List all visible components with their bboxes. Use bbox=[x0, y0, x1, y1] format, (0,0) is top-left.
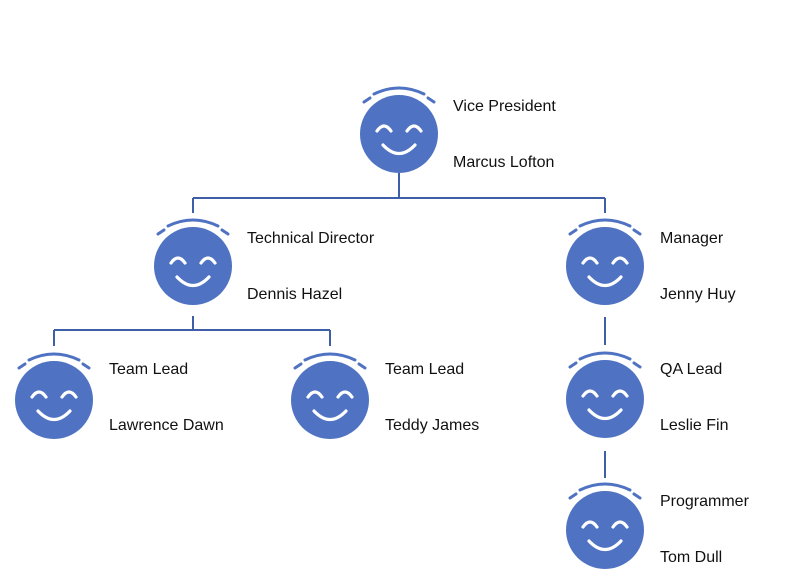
node-name: Leslie Fin bbox=[660, 417, 728, 434]
halo-arc bbox=[372, 86, 426, 96]
halo-tick-left bbox=[568, 492, 578, 500]
halo-tick-right bbox=[81, 362, 91, 370]
smiley-face-icon bbox=[360, 86, 438, 173]
eye-right bbox=[611, 389, 629, 398]
node-name: Lawrence Dawn bbox=[109, 417, 224, 434]
node-name: Marcus Lofton bbox=[453, 154, 554, 171]
face-circle bbox=[154, 227, 232, 305]
face-circle bbox=[566, 360, 644, 438]
smiley-face-icon bbox=[566, 218, 644, 305]
org-node-programmer: Programmer Tom Dull bbox=[566, 482, 750, 569]
smiley-face-icon bbox=[154, 218, 232, 305]
face-circle bbox=[291, 361, 369, 439]
face-circle bbox=[566, 491, 644, 569]
node-title: Team Lead bbox=[385, 361, 464, 378]
halo-tick-left bbox=[568, 361, 578, 369]
org-node-team-lead-1: Team Lead Lawrence Dawn bbox=[15, 352, 224, 439]
eye-left bbox=[306, 390, 324, 399]
halo-tick-right bbox=[220, 228, 230, 236]
node-title: Vice President bbox=[453, 98, 556, 115]
eye-left bbox=[30, 390, 48, 399]
node-title: Team Lead bbox=[109, 361, 188, 378]
halo-arc bbox=[166, 218, 220, 228]
org-node-team-lead-2: Team Lead Teddy James bbox=[291, 352, 479, 439]
halo-tick-right bbox=[632, 228, 642, 236]
eye-left bbox=[169, 256, 187, 265]
smile-mouth bbox=[312, 409, 348, 422]
smiley-face-icon bbox=[566, 482, 644, 569]
halo-arc bbox=[27, 352, 81, 362]
eye-right bbox=[611, 256, 629, 265]
eye-right bbox=[60, 390, 78, 399]
halo-tick-left bbox=[293, 362, 303, 370]
smiley-face-icon bbox=[15, 352, 93, 439]
connector-vp-children bbox=[192, 173, 606, 213]
smile-mouth bbox=[587, 539, 623, 552]
smile-mouth bbox=[381, 143, 417, 156]
eye-left bbox=[581, 389, 599, 398]
halo-arc bbox=[578, 218, 632, 228]
smiley-face-icon bbox=[291, 352, 369, 439]
face-circle bbox=[566, 227, 644, 305]
eye-right bbox=[336, 390, 354, 399]
halo-arc bbox=[578, 351, 632, 361]
smile-mouth bbox=[587, 408, 623, 421]
org-node-vp: Vice President Marcus Lofton bbox=[360, 86, 556, 173]
node-name: Dennis Hazel bbox=[247, 286, 342, 303]
face-circle bbox=[15, 361, 93, 439]
halo-arc bbox=[303, 352, 357, 362]
node-name: Tom Dull bbox=[660, 549, 722, 566]
halo-tick-right bbox=[426, 96, 436, 104]
eye-left bbox=[581, 520, 599, 529]
eye-left bbox=[375, 124, 393, 133]
org-node-technical-director: Technical Director Dennis Hazel bbox=[154, 218, 375, 305]
connectors bbox=[53, 173, 606, 478]
node-title: Programmer bbox=[660, 493, 750, 510]
halo-arc bbox=[578, 482, 632, 492]
halo-tick-left bbox=[362, 96, 372, 104]
smile-mouth bbox=[36, 409, 72, 422]
eye-left bbox=[581, 256, 599, 265]
halo-tick-right bbox=[357, 362, 367, 370]
eye-right bbox=[405, 124, 423, 133]
node-title: QA Lead bbox=[660, 361, 722, 378]
eye-right bbox=[611, 520, 629, 529]
halo-tick-right bbox=[632, 361, 642, 369]
halo-tick-left bbox=[568, 228, 578, 236]
node-name: Teddy James bbox=[385, 417, 479, 434]
smiley-face-icon bbox=[566, 351, 644, 438]
halo-tick-left bbox=[156, 228, 166, 236]
halo-tick-left bbox=[17, 362, 27, 370]
org-node-manager: Manager Jenny Huy bbox=[566, 218, 736, 305]
node-title: Manager bbox=[660, 230, 724, 247]
face-circle bbox=[360, 95, 438, 173]
connector-td-children bbox=[53, 316, 331, 346]
node-title: Technical Director bbox=[247, 230, 375, 247]
halo-tick-right bbox=[632, 492, 642, 500]
smile-mouth bbox=[587, 275, 623, 288]
org-node-qa-lead: QA Lead Leslie Fin bbox=[566, 351, 728, 438]
eye-right bbox=[199, 256, 217, 265]
smile-mouth bbox=[175, 275, 211, 288]
node-name: Jenny Huy bbox=[660, 286, 736, 303]
